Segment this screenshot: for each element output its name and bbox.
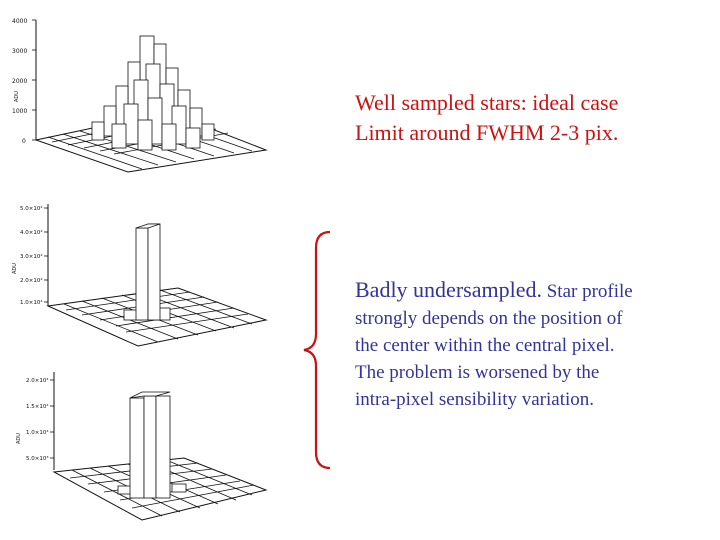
y-axis-label: ADU: [12, 263, 18, 274]
tick-label: 1000: [12, 108, 27, 115]
y-axis-label: ADU: [16, 433, 22, 444]
undersampled-surface-plot-2: 2.0×10⁴ 1.5×10⁴ 1.0×10⁴ 5.0×10³ ADU: [8, 362, 273, 535]
tick-label: 2.0×10⁴: [26, 377, 49, 384]
tick-label: 3000: [12, 48, 27, 55]
caption-text: Star profile: [541, 281, 633, 302]
caption-line: The problem is worsened by the: [355, 362, 600, 383]
tick-label: 4000: [12, 18, 27, 25]
well-sampled-caption: Well sampled stars: ideal case Limit aro…: [355, 88, 618, 148]
caption-line: the center within the central pixel.: [355, 335, 615, 356]
tick-label: 2.0×10⁴: [20, 277, 43, 284]
tick-label: 2000: [12, 78, 27, 85]
tick-label: 3.0×10⁴: [20, 253, 43, 260]
tick-label: 1.5×10⁴: [26, 403, 49, 410]
tick-label: 1.0×10⁴: [26, 429, 49, 436]
tick-label: 5.0×10³: [26, 455, 49, 462]
caption-line: Badly undersampled. Star profile: [355, 276, 715, 305]
tick-label: 4.0×10⁴: [20, 229, 43, 236]
undersampled-surface-plot-1: 5.0×10⁴ 4.0×10⁴ 3.0×10⁴ 2.0×10⁴ 1.0×10⁴ …: [8, 190, 273, 360]
y-axis-label: ADU: [14, 91, 20, 102]
undersampled-caption: Badly undersampled. Star profile strongl…: [355, 276, 715, 413]
tick-label: 0: [22, 138, 26, 145]
tick-label: 5.0×10⁴: [20, 205, 43, 212]
caption-line: intra-pixel sensibility variation.: [355, 389, 595, 410]
grouping-bracket: [300, 228, 334, 477]
caption-lead: Badly undersampled.: [355, 277, 542, 302]
tick-label: 1.0×10⁴: [20, 299, 43, 306]
caption-line: Limit around FWHM 2-3 pix.: [355, 120, 619, 145]
caption-line: Well sampled stars: ideal case: [355, 90, 619, 115]
well-sampled-surface-plot: 4000 3000 2000 1000 0 ADU: [8, 12, 273, 182]
caption-line: strongly depends on the position of: [355, 308, 623, 329]
